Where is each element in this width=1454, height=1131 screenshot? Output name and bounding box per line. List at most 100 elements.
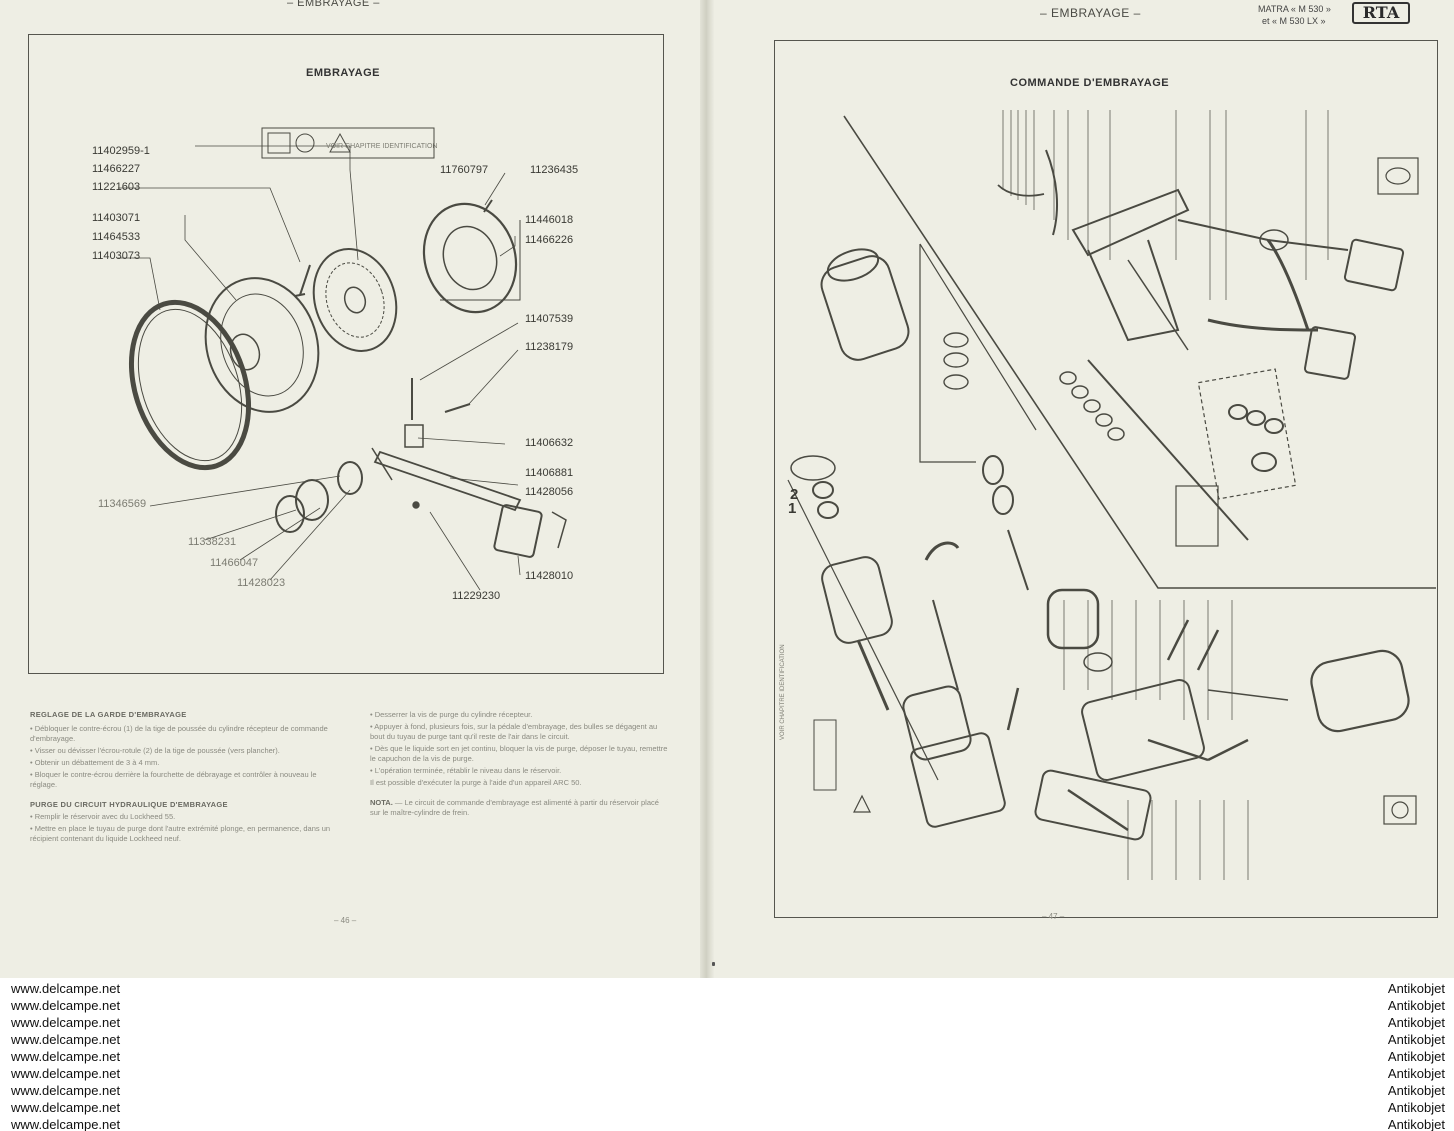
- left-running-head: – EMBRAYAGE –: [287, 0, 380, 9]
- part-label: 11236435: [530, 164, 579, 176]
- part-label: 11229230: [452, 590, 501, 602]
- watermark-right-text: Antikobjet: [1387, 981, 1445, 996]
- left-page: [0, 0, 706, 978]
- identification-box: [261, 127, 435, 159]
- hydraulic-block: [1081, 679, 1205, 781]
- watermark-row: www.delcampe.net Antikobjet: [0, 981, 1454, 997]
- part-label: 11760797: [440, 164, 489, 176]
- instruction-item: • Remplir le réservoir avec du Lockheed …: [30, 812, 176, 821]
- section-title-bleeding: PURGE DU CIRCUIT HYDRAULIQUE D'EMBRAYAGE: [30, 800, 228, 809]
- triangle-symbol: [853, 794, 871, 813]
- section-title-adjustment: REGLAGE DE LA GARDE D'EMBRAYAGE: [30, 710, 187, 719]
- scanned-spread: – EMBRAYAGE – – EMBRAYAGE – MATRA « M 53…: [0, 0, 1454, 978]
- callout-1: 1: [788, 500, 797, 517]
- part-label: 11466047: [210, 557, 259, 569]
- watermark-row: www.delcampe.net Antikobjet: [0, 1066, 1454, 1082]
- watermark-right-text: Antikobjet: [1387, 1032, 1445, 1047]
- master-cylinder: [820, 255, 910, 361]
- watermark-left-text: www.delcampe.net: [11, 1032, 121, 1047]
- watermark-left-text: www.delcampe.net: [11, 1117, 121, 1131]
- instruction-item: • Obtenir un débattement de 3 à 4 mm.: [30, 758, 160, 767]
- flywheel: [204, 277, 320, 413]
- watermark-left-text: www.delcampe.net: [11, 1100, 121, 1115]
- instruction-item: • L'opération terminée, rétablir le nive…: [370, 766, 562, 775]
- left-diagram-frame: [28, 34, 664, 674]
- book-gutter: [700, 0, 714, 978]
- watermark-right-text: Antikobjet: [1387, 1100, 1445, 1115]
- right-identification-box-text: VOIR CHAPITRE IDENTIFICATION: [780, 644, 786, 740]
- instruction-item: • Bloquer le contre-écrou derrière la fo…: [30, 770, 317, 789]
- clutch-pedal-pad: [1343, 238, 1405, 292]
- instruction-item: • Débloquer le contre-écrou (1) de la ti…: [30, 724, 328, 743]
- part-label: 11428023: [237, 577, 286, 589]
- watermark-row: www.delcampe.net Antikobjet: [0, 1083, 1454, 1099]
- part-label: 11338231: [188, 536, 237, 548]
- slave-cylinder-body: [821, 556, 893, 644]
- clutch-control-exploded-drawing: [787, 110, 1436, 880]
- pictogram-box: [1377, 157, 1419, 195]
- watermark-right-text: Antikobjet: [1387, 1049, 1445, 1064]
- watermark-row: www.delcampe.net Antikobjet: [0, 1032, 1454, 1048]
- right-diagram-title: COMMANDE D'EMBRAYAGE: [1010, 77, 1170, 89]
- watermark-right-text: Antikobjet: [1387, 1066, 1445, 1081]
- rta-logo: RTA: [1352, 2, 1410, 24]
- clutch-disc: [312, 248, 398, 352]
- watermark-left-text: www.delcampe.net: [11, 1015, 121, 1030]
- callout-2: 2: [790, 486, 799, 503]
- instruction-item: • Appuyer à fond, plusieurs fois, sur la…: [370, 722, 658, 741]
- watermark-left-text: www.delcampe.net: [11, 1066, 121, 1081]
- part-label: 11346569: [98, 498, 147, 510]
- left-diagram-title: EMBRAYAGE: [306, 67, 380, 79]
- part-label: 11403071: [92, 212, 141, 224]
- watermark-row: www.delcampe.net Antikobjet: [0, 1015, 1454, 1031]
- left-page-number: – 46 –: [334, 916, 357, 925]
- instruction-item: Il est possible d'exécuter la purge à l'…: [370, 778, 582, 787]
- part-label: 11403073: [92, 250, 141, 262]
- right-diagram-frame: [774, 40, 1438, 918]
- watermark-left-text: www.delcampe.net: [11, 1083, 121, 1098]
- instruction-item: • Desserrer la vis de purge du cylindre …: [370, 710, 533, 719]
- watermark-left-text: www.delcampe.net: [11, 998, 121, 1013]
- instruction-item: • Visser ou dévisser l'écrou-rotule (2) …: [30, 746, 280, 755]
- part-label: 11464533: [92, 231, 141, 243]
- ring-gear: [128, 299, 252, 471]
- part-label: 11466226: [525, 234, 574, 246]
- dust-boot: [1046, 588, 1100, 650]
- part-label: 11402959-1: [92, 145, 150, 157]
- watermark-row: www.delcampe.net Antikobjet: [0, 1100, 1454, 1116]
- identification-box-text: VOIR CHAPITRE IDENTIFICATION: [326, 143, 438, 150]
- instruction-item: • Mettre en place le tuyau de purge dont…: [30, 824, 331, 843]
- brake-pedal-pad: [1303, 326, 1357, 380]
- part-label: 11446018: [525, 214, 574, 226]
- watermark-row: www.delcampe.net Antikobjet: [0, 1049, 1454, 1065]
- part-label: 11428010: [525, 570, 574, 582]
- watermark-row: www.delcampe.net Antikobjet: [0, 998, 1454, 1014]
- watermark-left-text: www.delcampe.net: [11, 1049, 121, 1064]
- watermark-left-text: www.delcampe.net: [11, 981, 121, 996]
- release-bearing: [337, 461, 363, 495]
- scan-speck: [712, 962, 715, 966]
- nota-label: NOTA.: [370, 798, 393, 807]
- part-label: 11221603: [92, 181, 141, 193]
- part-label: 11406881: [525, 467, 574, 479]
- part-label: 11407539: [525, 313, 574, 325]
- nota-paragraph: NOTA. — Le circuit de commande d'embraya…: [370, 798, 670, 818]
- part-label: 11428056: [525, 486, 574, 498]
- model-line-1: MATRA « M 530 »: [1258, 4, 1331, 14]
- instruction-item: • Dès que le liquide sort en jet continu…: [370, 744, 668, 763]
- pressure-plate: [422, 202, 518, 314]
- right-running-head: – EMBRAYAGE –: [1040, 6, 1141, 20]
- watermark-right-text: Antikobjet: [1387, 1117, 1445, 1131]
- part-label: 11406632: [525, 437, 574, 449]
- release-fork: [373, 450, 522, 512]
- clutch-exploded-drawing: [118, 127, 567, 591]
- part-label: 11466227: [92, 163, 141, 175]
- right-page-number: – 47 –: [1042, 912, 1065, 921]
- pedal-bracket: [1071, 188, 1190, 257]
- part-label: 11238179: [525, 341, 574, 353]
- left-text-column-1: REGLAGE DE LA GARDE D'EMBRAYAGE • Débloq…: [30, 710, 342, 846]
- watermark-right-text: Antikobjet: [1387, 1015, 1445, 1030]
- watermark-right-text: Antikobjet: [1387, 1083, 1445, 1098]
- watermark-right-text: Antikobjet: [1387, 998, 1445, 1013]
- right-slave-cylinder: [1310, 649, 1410, 733]
